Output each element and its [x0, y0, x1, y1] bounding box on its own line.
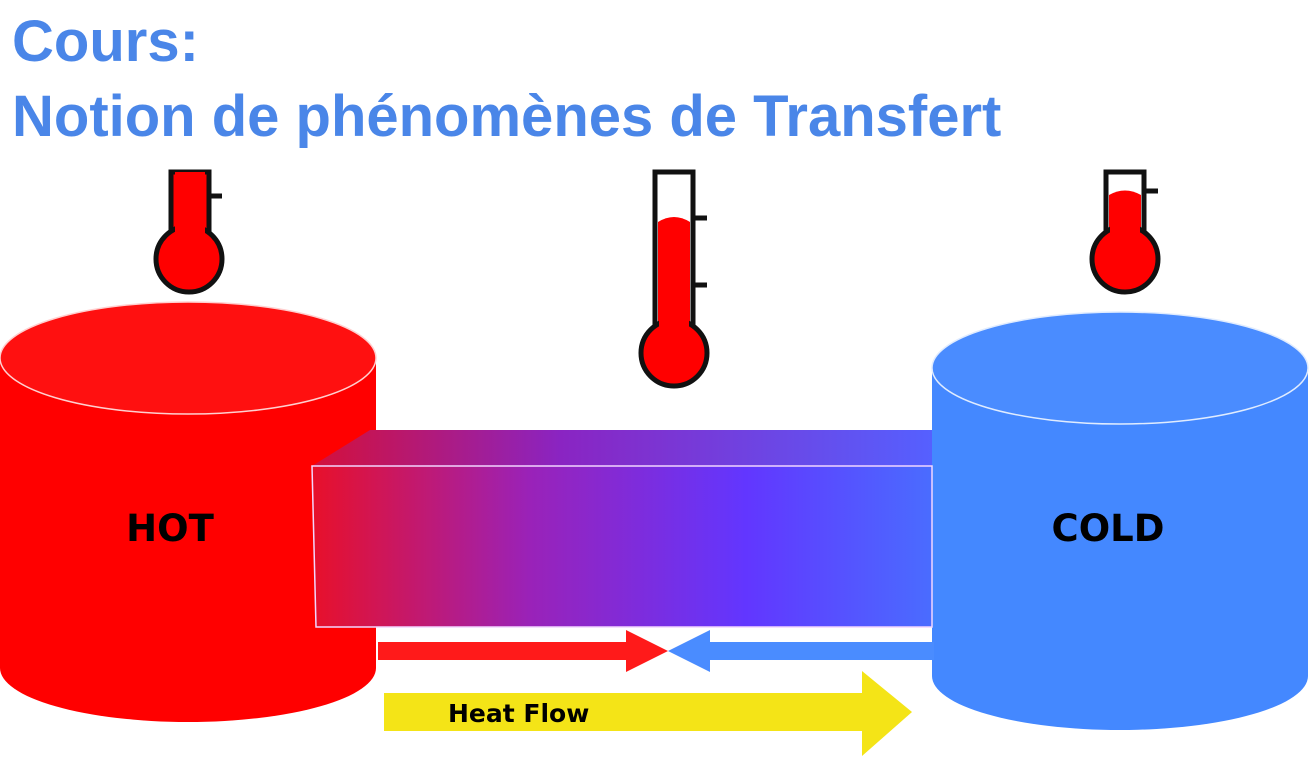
cold-reservoir — [931, 311, 1309, 730]
thermometer-cold-icon — [1089, 169, 1161, 295]
page-title-line-1: Cours: — [12, 9, 199, 74]
hot-label: HOT — [126, 507, 214, 550]
conduction-bar — [311, 430, 933, 628]
thermometer-hot-icon — [153, 169, 225, 295]
page-title-line-2: Notion de phénomènes de Transfert — [12, 84, 1002, 149]
hot-reservoir — [0, 301, 377, 722]
heat-flow-label: Heat Flow — [448, 699, 589, 728]
hot-arrow-icon — [378, 630, 668, 672]
thermometer-middle-icon — [638, 169, 710, 389]
cold-label: COLD — [1052, 507, 1165, 550]
heat-flow-arrow-icon — [384, 671, 912, 756]
cold-arrow-icon — [668, 630, 934, 672]
